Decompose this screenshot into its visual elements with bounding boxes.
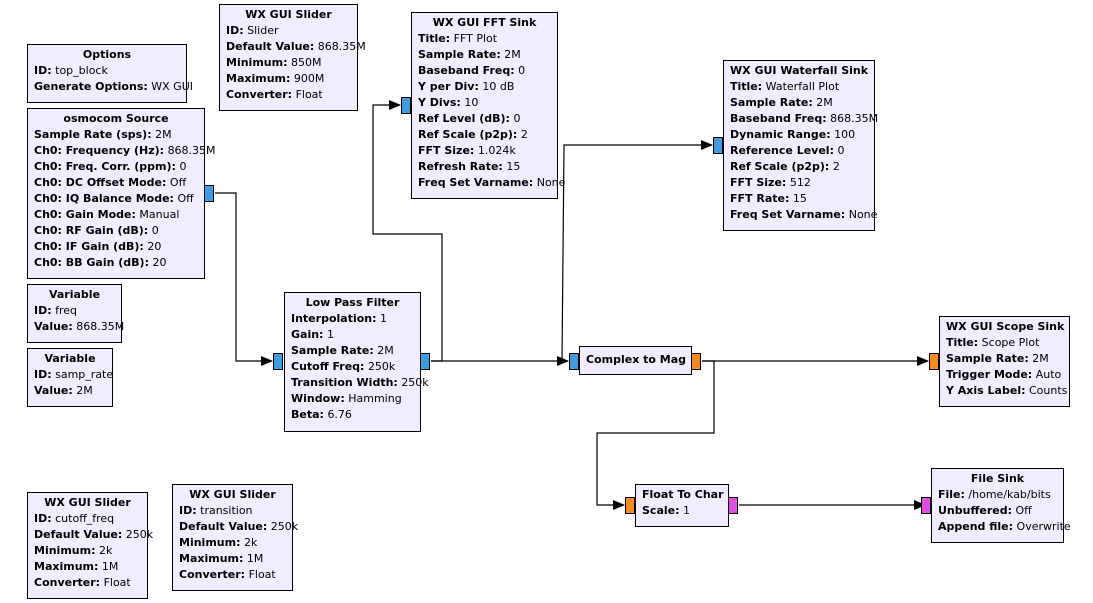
float-to-char-output-port[interactable]: [728, 497, 738, 514]
wire-complexmag-to-floatchar[interactable]: [596, 360, 715, 510]
variable-samp-rate-block[interactable]: Variable ID: samp_rate Value: 2M: [27, 348, 113, 407]
waterfall-sink-input-port[interactable]: [713, 137, 723, 154]
options-block[interactable]: Options ID: top_block Generate Options: …: [27, 44, 193, 103]
block-title: Low Pass Filter: [305, 296, 400, 309]
low-pass-filter-input-port[interactable]: [273, 353, 283, 370]
low-pass-filter-output-port[interactable]: [420, 353, 430, 370]
param-row: Generate Options: WX GUI: [34, 80, 193, 93]
wx-gui-slider-cutoff-block[interactable]: WX GUI Slider ID: cutoff_freq Default Va…: [27, 492, 153, 599]
complex-to-mag-input-port[interactable]: [569, 353, 579, 370]
wx-gui-scope-sink-block[interactable]: WX GUI Scope Sink Title: Scope Plot Samp…: [939, 316, 1070, 407]
wire-osmocom-to-lowpass[interactable]: [215, 192, 273, 366]
block-title: Float To Char: [642, 488, 724, 501]
osmocom-source-output-port[interactable]: [204, 185, 214, 202]
block-title: WX GUI Slider: [245, 8, 332, 21]
wx-gui-waterfall-sink-block[interactable]: WX GUI Waterfall Sink Title: Waterfall P…: [723, 60, 878, 231]
block-title: Complex to Mag: [586, 353, 687, 366]
low-pass-filter-block[interactable]: Low Pass Filter Interpolation: 1 Gain: 1…: [284, 292, 429, 432]
file-sink-input-port[interactable]: [921, 497, 931, 514]
block-title: WX GUI Waterfall Sink: [730, 64, 869, 77]
block-title: osmocom Source: [63, 112, 169, 125]
block-title: File Sink: [970, 472, 1025, 485]
wx-gui-fft-sink-block[interactable]: WX GUI FFT Sink Title: FFT Plot Sample R…: [411, 12, 565, 199]
wire-lowpass-to-waterfall[interactable]: [561, 140, 713, 362]
block-title: WX GUI Slider: [189, 488, 276, 501]
block-title: Options: [82, 48, 132, 61]
fft-sink-input-port[interactable]: [401, 97, 411, 114]
block-title: WX GUI FFT Sink: [432, 16, 537, 29]
wx-gui-slider-freq-block[interactable]: WX GUI Slider ID: Slider Default Value: …: [219, 4, 366, 111]
block-title: Variable: [44, 352, 96, 365]
float-to-char-input-port[interactable]: [625, 497, 635, 514]
block-title: WX GUI Scope Sink: [946, 320, 1065, 333]
variable-freq-block[interactable]: Variable ID: freq Value: 868.35M: [27, 284, 124, 343]
scope-sink-input-port[interactable]: [929, 353, 939, 370]
block-title: Variable: [48, 288, 101, 301]
wx-gui-slider-transition-block[interactable]: WX GUI Slider ID: transition Default Val…: [172, 484, 298, 591]
block-title: WX GUI Slider: [44, 496, 131, 509]
complex-to-mag-output-port[interactable]: [691, 353, 701, 370]
file-sink-block[interactable]: File Sink File: /home/kab/bits Unbuffere…: [931, 468, 1071, 543]
osmocom-source-block[interactable]: osmocom Source Sample Rate (sps): 2M Ch0…: [27, 108, 216, 279]
complex-to-mag-block[interactable]: Complex to Mag: [579, 346, 692, 375]
float-to-char-block[interactable]: Float To Char Scale: 1: [635, 484, 729, 527]
param-row: ID: top_block: [34, 64, 108, 77]
